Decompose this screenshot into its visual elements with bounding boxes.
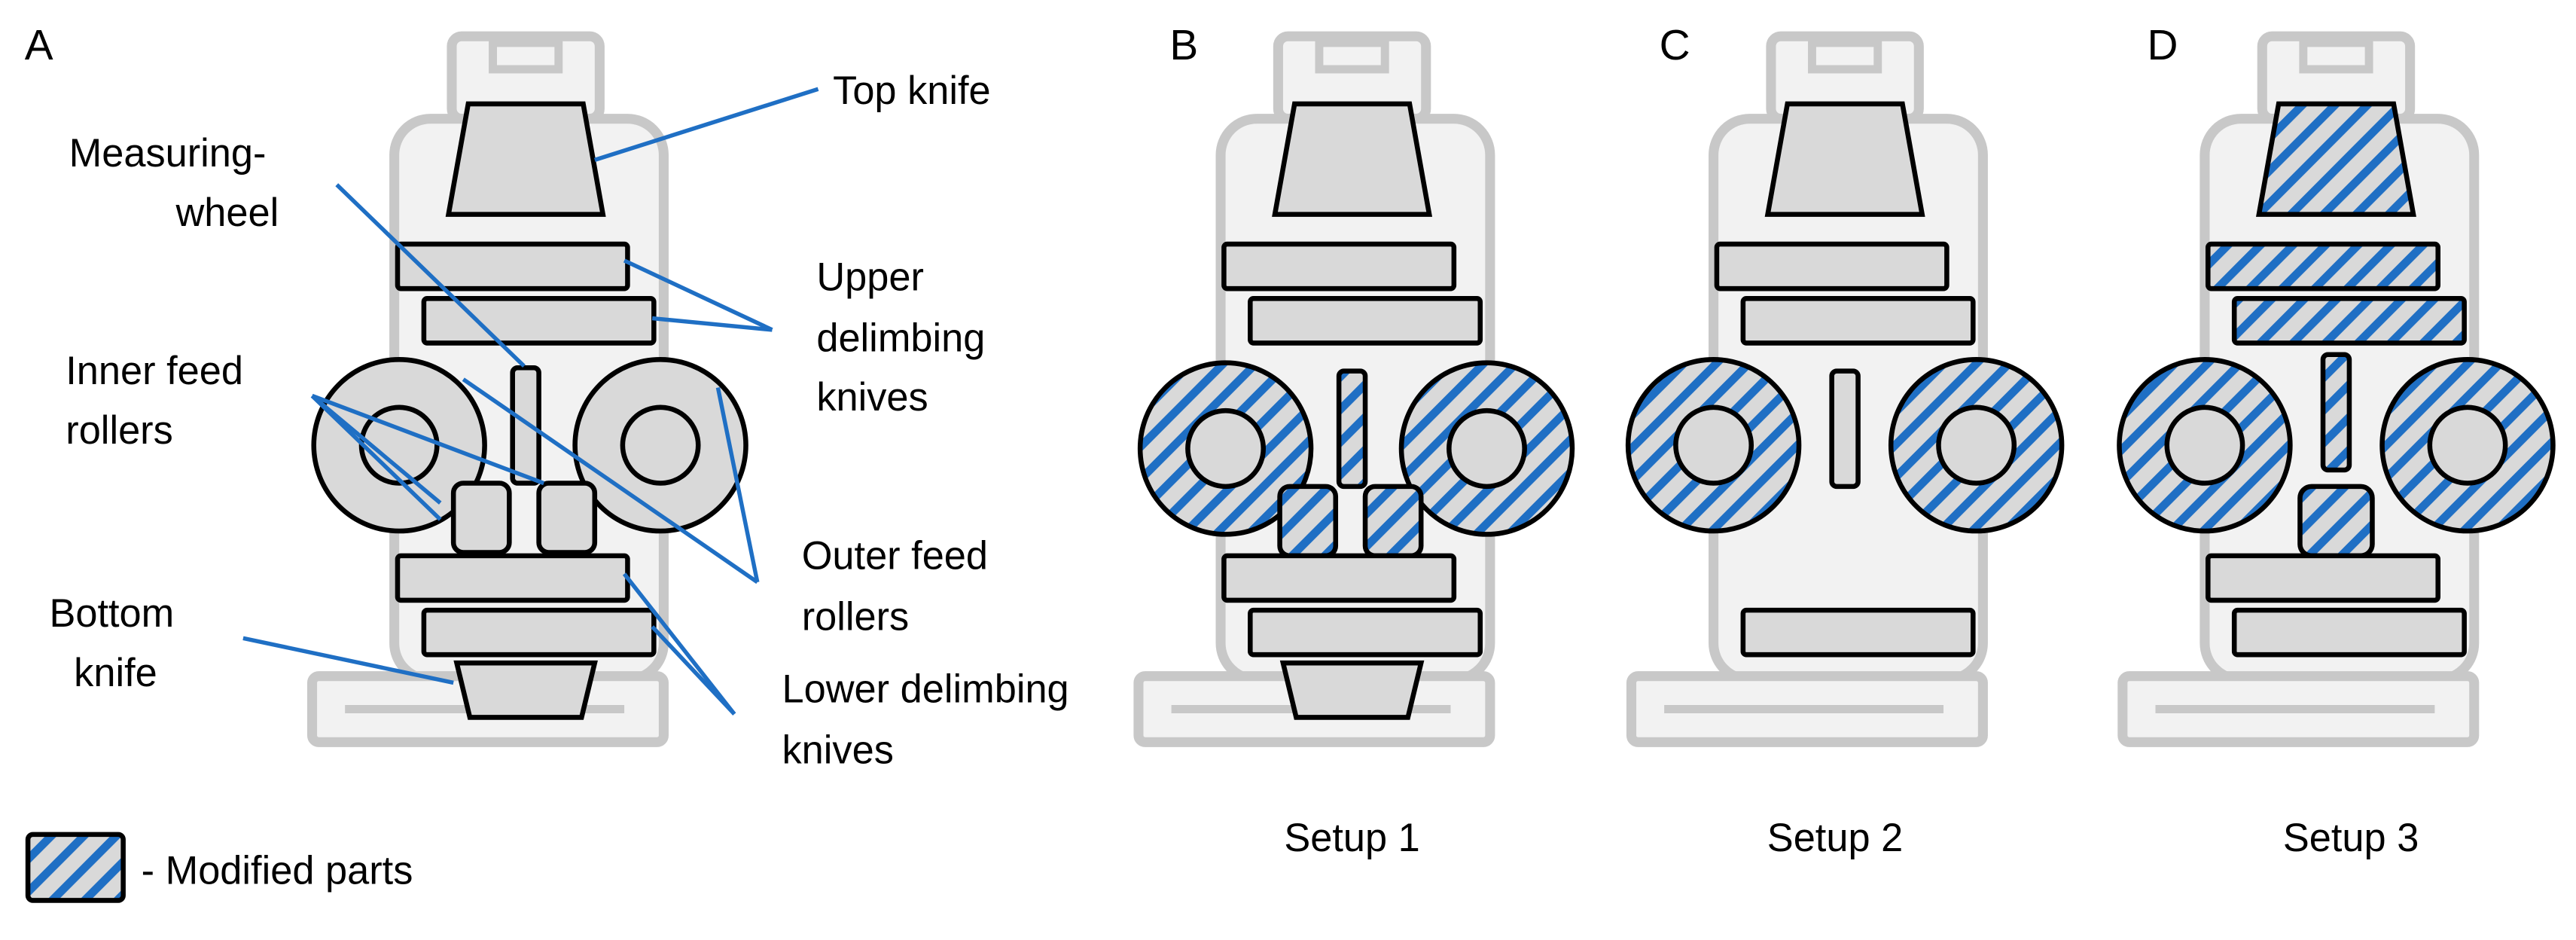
legend-text: - Modified parts bbox=[142, 849, 413, 893]
label-upper-delimbing-1: Upper bbox=[816, 255, 924, 299]
label-upper-delimbing-2: delimbing bbox=[816, 316, 985, 360]
outer-feed-roller-right-hub-a bbox=[620, 404, 701, 486]
label-measuring-wheel-2: wheel bbox=[175, 191, 279, 235]
bottom-knife-a bbox=[457, 663, 595, 717]
top-knife-c bbox=[1768, 104, 1922, 215]
caption-setup-1: Setup 1 bbox=[1284, 816, 1419, 860]
small-roller-right-b bbox=[1362, 484, 1424, 559]
inner-feed-roller-left-hub-b bbox=[1185, 407, 1267, 490]
lower-delimbing-knife-c bbox=[1740, 607, 1976, 658]
caption-setup-3: Setup 3 bbox=[2283, 816, 2419, 860]
leader-lines bbox=[242, 87, 819, 716]
label-bottom-knife-2: knife bbox=[74, 652, 157, 695]
outer-feed-roller-right-hub-b bbox=[1447, 407, 1527, 490]
panel-d-letter: D bbox=[2148, 22, 2178, 69]
panel-c-letter: C bbox=[1660, 22, 1690, 69]
measuring-wheel-c bbox=[1829, 368, 1861, 490]
top-knife-b bbox=[1275, 104, 1429, 215]
caption-setup-2: Setup 2 bbox=[1767, 816, 1903, 860]
bottom-knife-b bbox=[1283, 663, 1421, 717]
panel-b-letter: B bbox=[1169, 22, 1198, 69]
measuring-wheel-a bbox=[510, 365, 541, 486]
panel-a-letter: A bbox=[25, 22, 53, 69]
label-bottom-knife-1: Bottom bbox=[49, 592, 174, 636]
top-knife-d bbox=[2259, 104, 2413, 215]
label-lower-delimbing-2: knives bbox=[782, 729, 894, 773]
label-top-knife: Top knife bbox=[833, 69, 991, 113]
label-measuring-wheel-1: Measuring- bbox=[69, 132, 267, 175]
label-inner-feed-1: Inner feed bbox=[66, 349, 243, 393]
small-roller-left-b bbox=[1277, 484, 1339, 559]
legend-swatch bbox=[25, 832, 126, 903]
small-roller-center-d bbox=[2297, 484, 2375, 559]
label-inner-feed-2: rollers bbox=[66, 409, 173, 453]
outer-feed-roller-right-hub-d bbox=[2427, 404, 2508, 486]
panel-a: A bbox=[25, 22, 1069, 773]
panel-c: C Setup 2 bbox=[1625, 22, 2065, 860]
measuring-wheel-b bbox=[1336, 368, 1368, 490]
measuring-wheel-d bbox=[2320, 352, 2352, 473]
inner-feed-roller-left-hub-d bbox=[2164, 404, 2245, 486]
label-lower-delimbing-1: Lower delimbing bbox=[782, 668, 1069, 712]
label-outer-feed-1: Outer feed bbox=[802, 534, 988, 578]
label-upper-delimbing-3: knives bbox=[816, 376, 928, 420]
panel-b: B Setup 1 bbox=[1139, 22, 1575, 860]
top-knife-a bbox=[449, 104, 603, 215]
outer-feed-roller-right-hub-c bbox=[1936, 404, 2017, 486]
label-outer-feed-2: rollers bbox=[802, 595, 910, 639]
panel-d: D Setup 3 bbox=[2117, 22, 2556, 860]
small-roller-left-a bbox=[450, 481, 512, 555]
legend: - Modified parts bbox=[25, 832, 413, 903]
inner-feed-roller-left-hub-c bbox=[1673, 404, 1754, 486]
small-roller-right-a bbox=[536, 481, 598, 555]
